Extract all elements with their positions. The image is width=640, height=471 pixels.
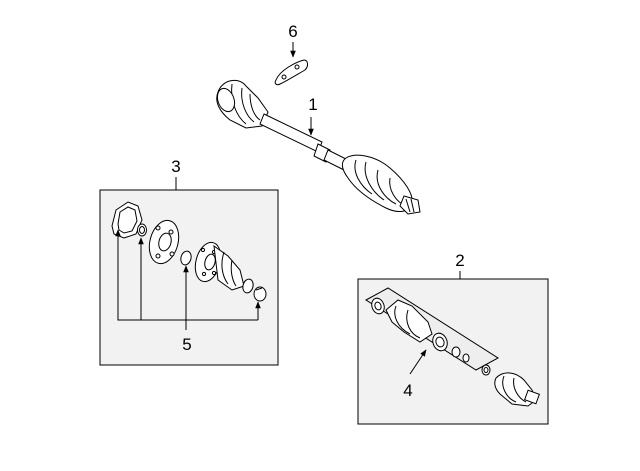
callout-4: 4 [403, 381, 412, 400]
callout-6: 6 [288, 22, 297, 41]
boot-kit-parts [365, 287, 540, 407]
strap-part-6 [274, 59, 308, 86]
callout-2: 2 [455, 251, 464, 270]
callout-1: 1 [308, 95, 317, 114]
axle-shaft-part-1 [216, 79, 421, 215]
callout-3: 3 [171, 157, 180, 176]
callout-5: 5 [182, 335, 191, 354]
inner-cv-joint-parts [111, 201, 267, 302]
leader-4 [409, 349, 427, 375]
